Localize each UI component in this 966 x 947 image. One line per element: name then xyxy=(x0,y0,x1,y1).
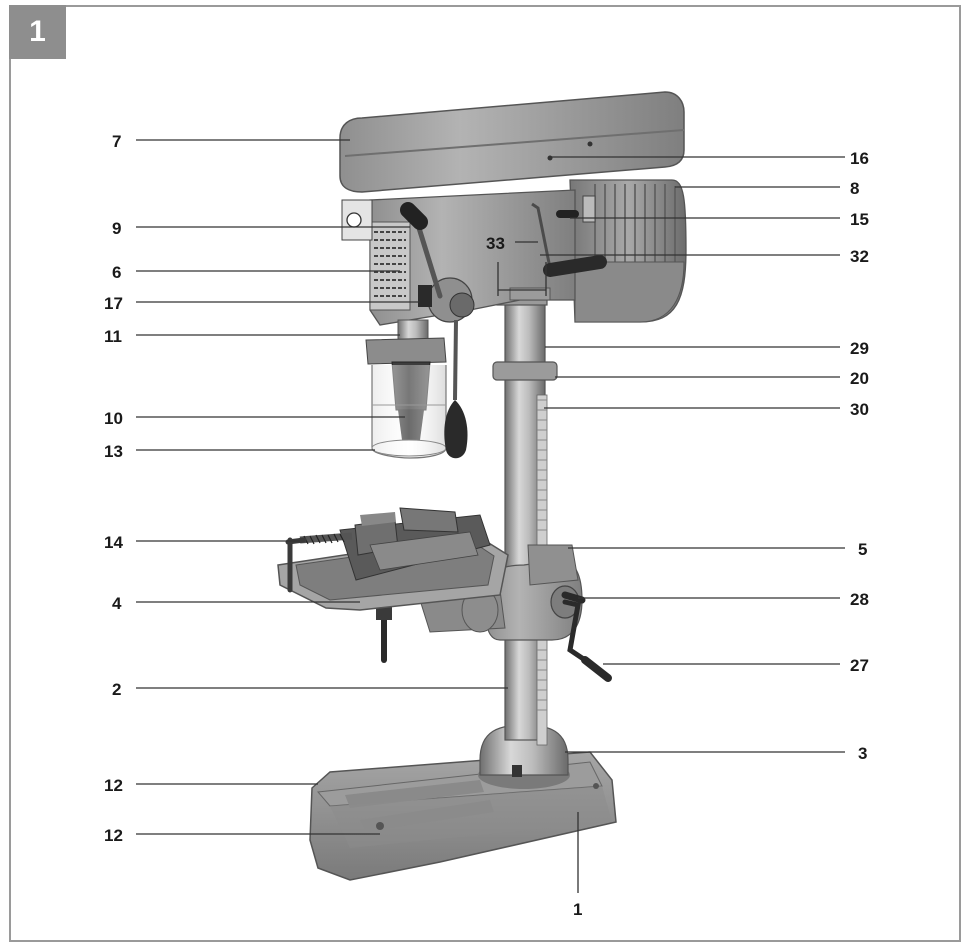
belt-cover xyxy=(339,91,685,193)
callout-16: 16 xyxy=(850,149,869,168)
callout-9: 9 xyxy=(112,219,121,238)
callout-7: 7 xyxy=(112,132,121,151)
callout-12a: 12 xyxy=(104,776,123,795)
callout-12b: 12 xyxy=(104,826,123,845)
callout-30: 30 xyxy=(850,400,869,419)
callout-1: 1 xyxy=(573,900,582,919)
callout-4: 4 xyxy=(112,594,122,613)
callout-13: 13 xyxy=(104,442,123,461)
callout-2: 2 xyxy=(112,680,121,699)
table-bracket xyxy=(376,544,612,682)
feed-handles xyxy=(400,202,475,459)
callout-8: 8 xyxy=(850,179,859,198)
callout-15: 15 xyxy=(850,210,869,229)
callout-11: 11 xyxy=(104,327,122,346)
callout-14: 14 xyxy=(104,533,123,552)
callout-33: 33 xyxy=(486,234,505,253)
base-plate xyxy=(309,751,617,881)
leader-lines xyxy=(136,139,845,893)
column xyxy=(492,284,558,746)
callout-10: 10 xyxy=(104,409,123,428)
motor xyxy=(569,179,687,323)
callout-28: 28 xyxy=(850,590,869,609)
callout-29: 29 xyxy=(850,339,869,358)
callout-6: 6 xyxy=(112,263,121,282)
callout-20: 20 xyxy=(850,369,869,388)
callout-5: 5 xyxy=(858,540,867,559)
callout-17: 17 xyxy=(104,294,123,313)
callout-labels: 7 9 6 17 11 10 13 14 4 2 12 12 16 8 15 3… xyxy=(104,132,869,919)
figure-number-badge: 1 xyxy=(9,5,66,59)
callout-27: 27 xyxy=(850,656,869,675)
machine-vise xyxy=(285,507,491,593)
figure-frame xyxy=(9,5,961,942)
leader-33-bracket xyxy=(497,262,547,296)
chuck-guard xyxy=(371,365,447,459)
callout-32: 32 xyxy=(850,247,869,266)
callout-3: 3 xyxy=(858,744,867,763)
